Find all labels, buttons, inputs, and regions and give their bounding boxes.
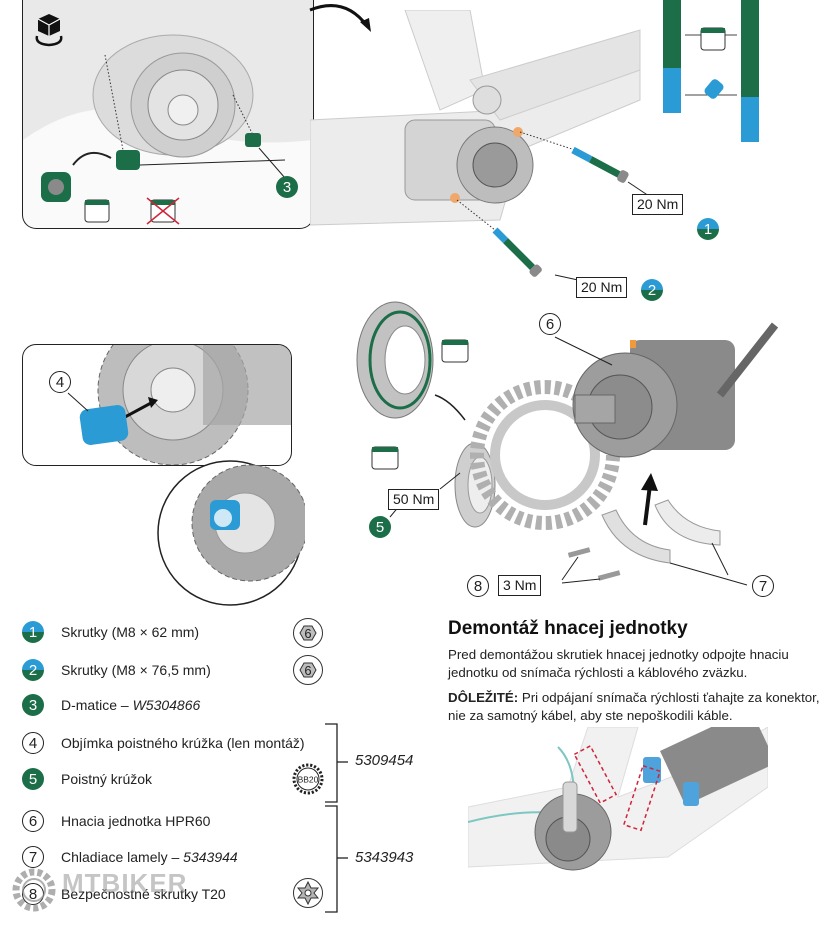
section-title: Demontáž hnacej jednotky [448,618,688,639]
rotate-view-icon [35,14,63,47]
legend-badge: 1 [22,621,44,643]
svg-text:6: 6 [304,663,311,678]
callout-badge-5: 5 [369,516,391,538]
d-nut-illustration [23,0,313,225]
mtbiker-logo-icon [12,868,56,912]
connector-disconnect-illustration [468,727,768,871]
legend-badge: 7 [22,846,44,868]
svg-text:BB20: BB20 [298,775,319,785]
legend-item: 4 Objímka poistného krúžka (len montáž) [22,730,305,756]
legend-item: 6 Hnacia jednotka HPR60 [22,808,210,834]
d-nut-icon [116,150,140,170]
callout-badge-3: 3 [276,176,298,198]
legend-item: 5 Poistný krúžok [22,766,152,792]
bb20-tool-icon: BB20 [292,763,324,795]
kit-brackets [325,723,348,913]
legend-label: Hnacia jednotka HPR60 [61,813,211,829]
torque-label-5: 50 Nm [388,489,440,510]
torque-label-2: 20 Nm [576,277,628,298]
legend-label: D-matice – W5304866 [61,697,201,713]
inset-d-nut-panel: 3 [22,0,314,229]
callout-badge-2: 2 [641,279,663,301]
drive-unit-hpr60-icon [572,340,735,458]
legend-badge: 5 [22,768,44,790]
legend-item: 2 Skrutky (M8 × 76,5 mm) [22,657,211,683]
callout-badge-8: 8 [467,575,489,597]
flow-arrow-icon [309,4,371,32]
part-code: 5343944 [183,849,238,865]
important-note: DÔLEŽITÉ: Pri odpájaní snímača rýchlosti… [448,690,820,723]
callout-badge-7: 7 [752,575,774,597]
d-nut-small-icon [245,133,261,147]
frame-bottom-bracket-illustration [310,10,650,281]
section-intro: Pred demontážou skrutiek hnacej jednotky… [448,647,789,680]
drive-unit-exploded-illustration [356,301,779,586]
torx-t20-tool-icon [293,878,323,908]
callout-badge-1: 1 [697,218,719,240]
threadlocker-bottle-icon [704,79,724,99]
legend-badge: 4 [22,732,44,754]
hex-6-tool-icon: 6 [293,655,323,685]
bolt-2-icon [492,227,542,277]
legend-item: 1 Skrutky (M8 × 62 mm) [22,619,199,645]
legend-item: 7 Chladiace lamely – 5343944 [22,844,238,870]
bolt-1-icon [571,146,629,183]
svg-text:6: 6 [304,626,311,641]
callout-badge-4: 4 [49,371,71,393]
kit-code-5309454: 5309454 [355,752,414,769]
legend-label: Bezpečnostné skrutky T20 [61,886,226,902]
legend-label: Poistný krúžok [61,771,153,787]
part-code: W5304866 [132,697,201,713]
legend-badge: 6 [22,810,44,832]
torque-label-1: 20 Nm [632,194,684,215]
sleeve-installed-detail [157,460,305,606]
legend-label: Objímka poistného krúžka (len montáž) [61,735,305,751]
callout-badge-6: 6 [539,313,561,335]
watermark-text: MTBIKER [62,868,188,898]
legend-badge: 2 [22,659,44,681]
legend-badge: 3 [22,694,44,716]
legend-item: 3 D-matice – W5304866 [22,692,200,718]
inset-sleeve-panel: 4 [22,344,292,466]
legend-label: Skrutky (M8 × 62 mm) [61,624,200,640]
threadlocker-grease-illustration [663,0,759,142]
hex-6-tool-icon: 6 [293,618,323,648]
retainer-sleeve-icon [79,405,129,445]
torque-label-8: 3 Nm [498,575,542,596]
legend-label: Chladiace lamely – 5343944 [61,849,238,865]
legend-label: Skrutky (M8 × 76,5 mm) [61,662,211,678]
connector-icon [683,782,699,806]
kit-code-5343943: 5343943 [355,849,414,866]
connector-icon [643,757,661,783]
important-label: DÔLEŽITÉ: [448,690,519,705]
